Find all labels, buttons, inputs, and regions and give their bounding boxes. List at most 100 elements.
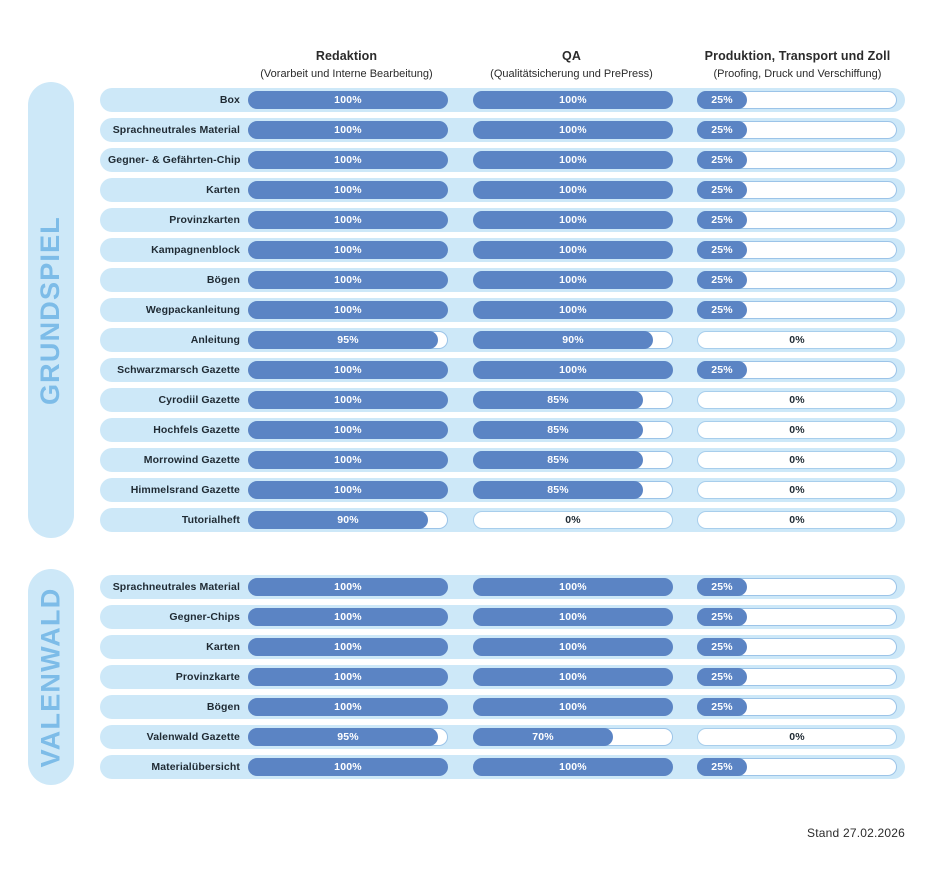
progress-track — [248, 698, 448, 716]
progress-value: 25% — [711, 581, 733, 593]
progress-value: 25% — [711, 244, 733, 256]
progress-value: 100% — [559, 641, 587, 653]
progress-track — [473, 241, 673, 259]
progress-value: 100% — [334, 671, 362, 683]
progress-bar: 100% — [248, 578, 448, 596]
progress-bar: 25% — [697, 698, 897, 716]
progress-bar: 100% — [473, 608, 673, 626]
progress-track — [248, 91, 448, 109]
progress-bar: 100% — [248, 211, 448, 229]
progress-track — [473, 578, 673, 596]
progress-value: 100% — [334, 214, 362, 226]
progress-fill — [697, 301, 747, 319]
progress-track — [248, 121, 448, 139]
progress-value: 100% — [334, 154, 362, 166]
progress-track — [473, 758, 673, 776]
progress-value: 100% — [559, 214, 587, 226]
progress-bar: 100% — [248, 181, 448, 199]
progress-value: 0% — [789, 484, 805, 496]
progress-track — [473, 698, 673, 716]
progress-bar: 100% — [248, 271, 448, 289]
progress-value: 100% — [334, 581, 362, 593]
column-headers: Redaktion (Vorarbeit und Interne Bearbei… — [0, 48, 928, 88]
progress-value: 85% — [547, 454, 569, 466]
progress-fill — [697, 698, 747, 716]
progress-bar: 100% — [473, 301, 673, 319]
progress-bar: 100% — [473, 668, 673, 686]
progress-bar: 100% — [473, 578, 673, 596]
progress-track — [473, 181, 673, 199]
column-header-qa: QA (Qualitätsicherung und PrePress) — [466, 48, 677, 82]
progress-track — [697, 451, 897, 469]
progress-bar: 100% — [248, 421, 448, 439]
progress-bar: 100% — [248, 391, 448, 409]
progress-track — [473, 668, 673, 686]
progress-track — [248, 578, 448, 596]
progress-track — [473, 608, 673, 626]
progress-track — [248, 151, 448, 169]
column-header-redaktion-title: Redaktion — [315, 49, 378, 63]
column-header-qa-subtitle: (Qualitätsicherung und PrePress) — [490, 67, 653, 80]
progress-bar: 100% — [473, 698, 673, 716]
column-header-produktion: Produktion, Transport und Zoll (Proofing… — [690, 48, 905, 82]
column-header-produktion-subtitle: (Proofing, Druck und Verschiffung) — [713, 67, 882, 80]
progress-bar: 25% — [697, 608, 897, 626]
row-label: Bögen — [206, 701, 240, 713]
progress-bar: 95% — [248, 728, 448, 746]
progress-bar: 25% — [697, 758, 897, 776]
progress-bar: 90% — [248, 511, 448, 529]
progress-track — [697, 728, 897, 746]
progress-bar: 0% — [697, 451, 897, 469]
progress-fill — [248, 331, 438, 349]
row-label: Morrowind Gazette — [143, 454, 240, 466]
progress-value: 100% — [559, 364, 587, 376]
progress-value: 0% — [789, 394, 805, 406]
progress-track — [473, 638, 673, 656]
row-label: Provinzkarte — [175, 671, 240, 683]
progress-fill — [697, 121, 747, 139]
progress-value: 95% — [337, 334, 359, 346]
progress-track — [248, 421, 448, 439]
progress-value: 0% — [789, 514, 805, 526]
progress-value: 100% — [334, 184, 362, 196]
progress-bar: 100% — [248, 758, 448, 776]
progress-bar: 100% — [248, 668, 448, 686]
progress-bar: 100% — [248, 361, 448, 379]
progress-bar: 25% — [697, 241, 897, 259]
progress-value: 0% — [565, 514, 581, 526]
row-label: Karten — [206, 641, 240, 653]
progress-value: 100% — [334, 641, 362, 653]
progress-fill — [473, 421, 643, 439]
row-label: Bögen — [206, 274, 240, 286]
progress-fill — [473, 481, 643, 499]
progress-value: 85% — [547, 484, 569, 496]
row-label: Anleitung — [190, 334, 240, 346]
progress-track — [248, 271, 448, 289]
progress-bar: 100% — [473, 241, 673, 259]
progress-fill — [473, 391, 643, 409]
progress-bar: 70% — [473, 728, 673, 746]
progress-value: 25% — [711, 154, 733, 166]
progress-fill — [697, 361, 747, 379]
progress-track — [473, 361, 673, 379]
progress-bar: 100% — [473, 638, 673, 656]
progress-bar: 100% — [473, 181, 673, 199]
progress-value: 25% — [711, 761, 733, 773]
progress-value: 90% — [562, 334, 584, 346]
row-label: Schwarzmarsch Gazette — [117, 364, 240, 376]
progress-value: 100% — [334, 484, 362, 496]
progress-bar: 25% — [697, 578, 897, 596]
